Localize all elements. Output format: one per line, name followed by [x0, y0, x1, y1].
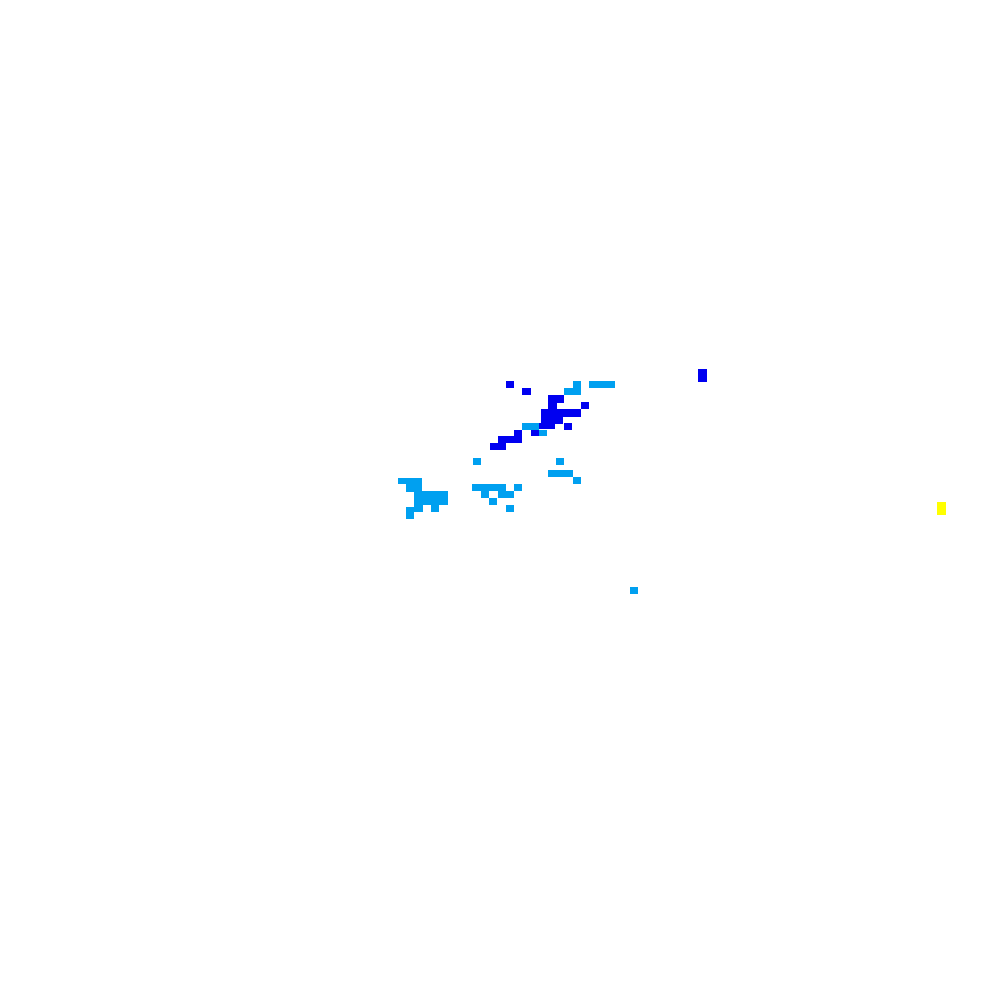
- radar-echo-cell-moderate: [514, 430, 522, 437]
- radar-echo-cell-light: [431, 505, 439, 512]
- radar-echo-cell-light: [473, 458, 481, 465]
- radar-echo-cell-light: [406, 512, 414, 519]
- radar-echo-cell-light: [414, 498, 448, 505]
- radar-echo-cell-moderate: [539, 423, 555, 429]
- radar-echo-cell-light: [414, 491, 448, 499]
- radar-echo-cell-light: [630, 587, 638, 594]
- radar-echo-cell-heavy: [937, 502, 946, 515]
- radar-echo-cell-light: [414, 505, 423, 512]
- radar-echo-cell-moderate: [506, 381, 514, 388]
- radar-echo-cell-light: [489, 498, 497, 505]
- radar-echo-cell-light: [506, 505, 514, 512]
- radar-echo-cell-light: [481, 491, 489, 498]
- radar-echo-cell-light: [548, 470, 573, 477]
- radar-echo-cell-light: [556, 458, 564, 465]
- radar-echo-cell-moderate: [490, 443, 506, 450]
- radar-echo-cell-moderate: [564, 423, 572, 430]
- radar-echo-cell-light: [539, 430, 547, 436]
- radar-echo-cell-light: [514, 484, 522, 491]
- radar-echo-cell-moderate: [522, 388, 531, 395]
- radar-echo-cell-light: [589, 381, 615, 388]
- radar-echo-cell-light: [573, 381, 581, 390]
- radar-echo-cell-light: [406, 507, 414, 514]
- radar-echo-cell-moderate: [541, 409, 581, 417]
- radar-echo-cell-moderate: [548, 402, 557, 409]
- radar-echo-cell-light: [522, 423, 539, 430]
- radar-echo-cell-light: [398, 478, 422, 484]
- radar-echo-cell-moderate: [541, 416, 563, 424]
- radar-echo-cell-light: [472, 484, 506, 491]
- radar-echo-cell-moderate: [498, 436, 522, 443]
- radar-echo-cell-light: [564, 388, 581, 395]
- radar-echo-cell-light: [406, 484, 422, 492]
- radar-echo-cell-moderate: [581, 402, 589, 409]
- radar-echo-cell-moderate: [698, 369, 707, 382]
- radar-echo-cell-light: [573, 477, 581, 484]
- radar-echo-cell-moderate: [531, 430, 539, 436]
- radar-echo-cell-moderate: [548, 395, 564, 403]
- radar-echo-cell-light: [498, 491, 514, 498]
